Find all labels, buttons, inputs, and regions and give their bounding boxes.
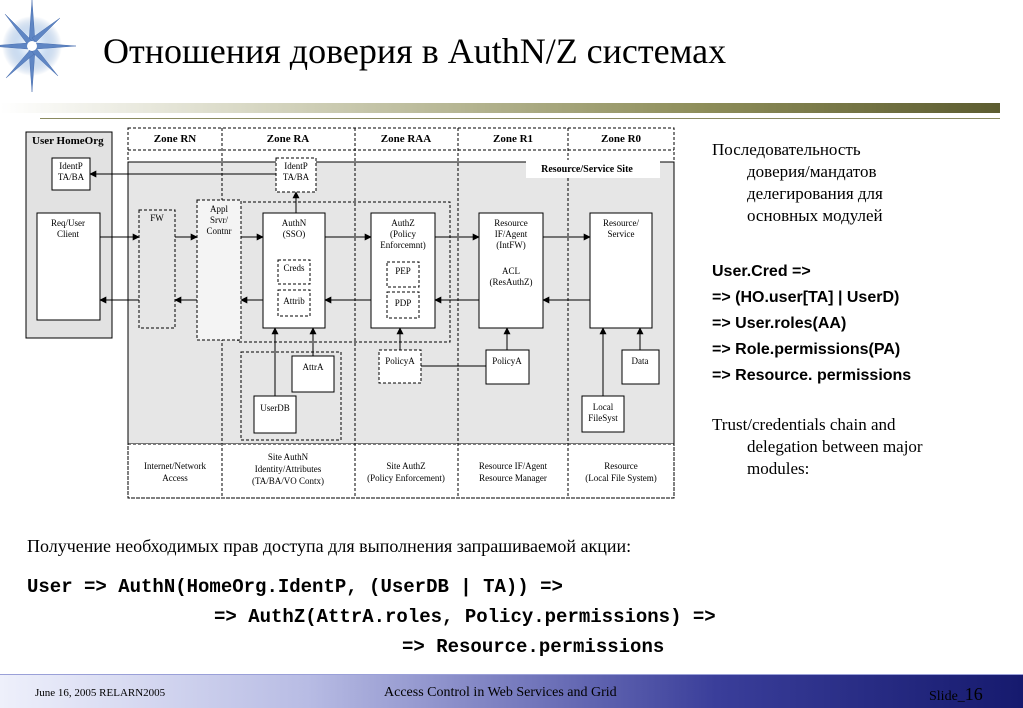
svg-text:ACL: ACL xyxy=(502,266,520,276)
title-underline-thin xyxy=(40,118,1000,119)
page-title: Отношения доверия в AuthN/Z системах xyxy=(103,31,727,71)
pep-node xyxy=(386,261,420,288)
svg-text:(Policy: (Policy xyxy=(390,229,416,239)
requser-client-node: Req/User Client xyxy=(36,212,101,321)
code-line-3: => Resource.permissions xyxy=(402,636,665,658)
bottom-label-network: Internet/Network Access xyxy=(144,461,206,483)
svg-text:Srvr/: Srvr/ xyxy=(210,215,228,225)
svg-text:(SSO): (SSO) xyxy=(283,229,306,239)
svg-text:Resource IF/Agent: Resource IF/Agent xyxy=(479,461,548,471)
trust-architecture-diagram: User HomeOrg Zone RN Zone RA Zone RAA Zo… xyxy=(25,127,675,499)
pdp-node xyxy=(386,291,420,319)
bottom-label-site-authz: Site AuthZ (Policy Enforcement) xyxy=(367,461,445,483)
title-underline-bar xyxy=(0,103,1000,113)
zone-label-ra: Zone RA xyxy=(267,133,310,145)
zone-label-homeorg: User HomeOrg xyxy=(32,135,104,147)
svg-text:IF/Agent: IF/Agent xyxy=(495,229,528,239)
data-node: Data xyxy=(621,349,660,385)
svg-text:Enforcemnt): Enforcemnt) xyxy=(380,240,425,250)
attra-node: AttrA xyxy=(291,355,335,393)
svg-text:PolicyA: PolicyA xyxy=(385,356,415,366)
svg-text:FileSyst: FileSyst xyxy=(588,413,618,423)
svg-text:(TA/BA/VO Contx): (TA/BA/VO Contx) xyxy=(252,476,324,486)
svg-text:Identity/Attributes: Identity/Attributes xyxy=(255,464,322,474)
appl-srvr-node: Appl Srvr/ Contnr xyxy=(196,199,242,341)
code-line-2: => AuthZ(AttrA.roles, Policy.permissions… xyxy=(214,606,716,628)
footer-title: Access Control in Web Services and Grid xyxy=(384,685,617,700)
star-logo-icon xyxy=(0,0,77,93)
svg-text:AttrA: AttrA xyxy=(303,362,324,372)
attrib-node xyxy=(277,289,311,317)
creds-node xyxy=(277,259,311,285)
svg-text:Resource: Resource xyxy=(494,218,528,228)
userdb-node: UserDB xyxy=(253,395,297,434)
svg-text:Internet/Network: Internet/Network xyxy=(144,461,206,471)
svg-text:(ResAuthZ): (ResAuthZ) xyxy=(490,277,533,287)
svg-text:Attrib: Attrib xyxy=(283,296,305,306)
svg-text:Site AuthN: Site AuthN xyxy=(268,452,309,462)
identp-homeorg-node: IdentP TA/BA xyxy=(51,157,91,191)
policya-authz-node: PolicyA xyxy=(378,349,422,384)
svg-text:PDP: PDP xyxy=(395,298,412,308)
svg-text:(Local File System): (Local File System) xyxy=(585,473,657,483)
authz-node: AuthZ (Policy Enforcemnt) PEP PDP xyxy=(370,212,436,329)
bottom-label-resource: Resource (Local File System) xyxy=(585,461,657,483)
slide-number: Slide_16 xyxy=(929,684,983,704)
svg-text:UserDB: UserDB xyxy=(260,403,290,413)
svg-text:Creds: Creds xyxy=(284,263,305,273)
local-filesyst-node: Local FileSyst xyxy=(581,395,625,433)
zone-label-rn: Zone RN xyxy=(154,133,197,145)
svg-text:Data: Data xyxy=(632,356,649,366)
bottom-label-resource-if: Resource IF/Agent Resource Manager xyxy=(479,461,548,483)
svg-text:Access: Access xyxy=(162,473,188,483)
caption-text: Получение необходимых прав доступа для в… xyxy=(27,536,632,556)
resource-service-node: Resource/ Service xyxy=(589,212,653,329)
svg-text:Resource/: Resource/ xyxy=(603,218,639,228)
svg-text:Client: Client xyxy=(57,229,79,239)
svg-text:(IntFW): (IntFW) xyxy=(496,240,526,250)
bottom-label-site-authn: Site AuthN Identity/Attributes (TA/BA/VO… xyxy=(252,452,324,486)
svg-text:AuthZ: AuthZ xyxy=(391,218,415,228)
svg-text:TA/BA: TA/BA xyxy=(283,172,310,182)
svg-text:PEP: PEP xyxy=(395,266,411,276)
code-line-1: User => AuthN(HomeOrg.IdentP, (UserDB | … xyxy=(27,576,563,598)
svg-text:PolicyA: PolicyA xyxy=(492,356,522,366)
description-ru: Последовательность доверия/мандатов деле… xyxy=(712,140,883,225)
svg-text:Resource Manager: Resource Manager xyxy=(479,473,547,483)
description-en: Trust/credentials chain and delegation b… xyxy=(712,415,923,478)
svg-text:Resource: Resource xyxy=(604,461,638,471)
policya-resource-node: PolicyA xyxy=(485,349,530,385)
svg-text:TA/BA: TA/BA xyxy=(58,172,85,182)
trust-chain-formula: User.Cred => => (HO.user[TA] | UserD) =>… xyxy=(712,263,912,384)
svg-text:(Policy Enforcement): (Policy Enforcement) xyxy=(367,473,445,483)
resource-if-agent-node: Resource IF/Agent (IntFW) ACL (ResAuthZ) xyxy=(478,212,544,329)
svg-text:Appl: Appl xyxy=(210,204,228,214)
svg-text:IdentP: IdentP xyxy=(284,161,308,171)
svg-text:IdentP: IdentP xyxy=(59,161,83,171)
footer-bar xyxy=(0,674,1023,708)
zone-label-raa: Zone RAA xyxy=(381,133,431,145)
svg-text:Site AuthZ: Site AuthZ xyxy=(386,461,425,471)
svg-text:FW: FW xyxy=(150,213,164,223)
fw-node: FW xyxy=(138,209,176,329)
footer-divider xyxy=(0,674,1023,675)
svg-text:Local: Local xyxy=(593,402,614,412)
identp-ra-node: IdentP TA/BA xyxy=(275,157,317,193)
site-label: Resource/Service Site xyxy=(541,164,633,175)
authn-sso-node: AuthN (SSO) Creds Attrib xyxy=(262,212,326,329)
footer-date: June 16, 2005 RELARN2005 xyxy=(35,687,166,699)
svg-text:Contnr: Contnr xyxy=(206,226,231,236)
svg-text:Service: Service xyxy=(608,229,635,239)
zone-label-r1: Zone R1 xyxy=(493,133,533,145)
svg-text:AuthN: AuthN xyxy=(282,218,307,228)
zone-label-r0: Zone R0 xyxy=(601,133,642,145)
svg-text:Req/User: Req/User xyxy=(51,218,85,228)
